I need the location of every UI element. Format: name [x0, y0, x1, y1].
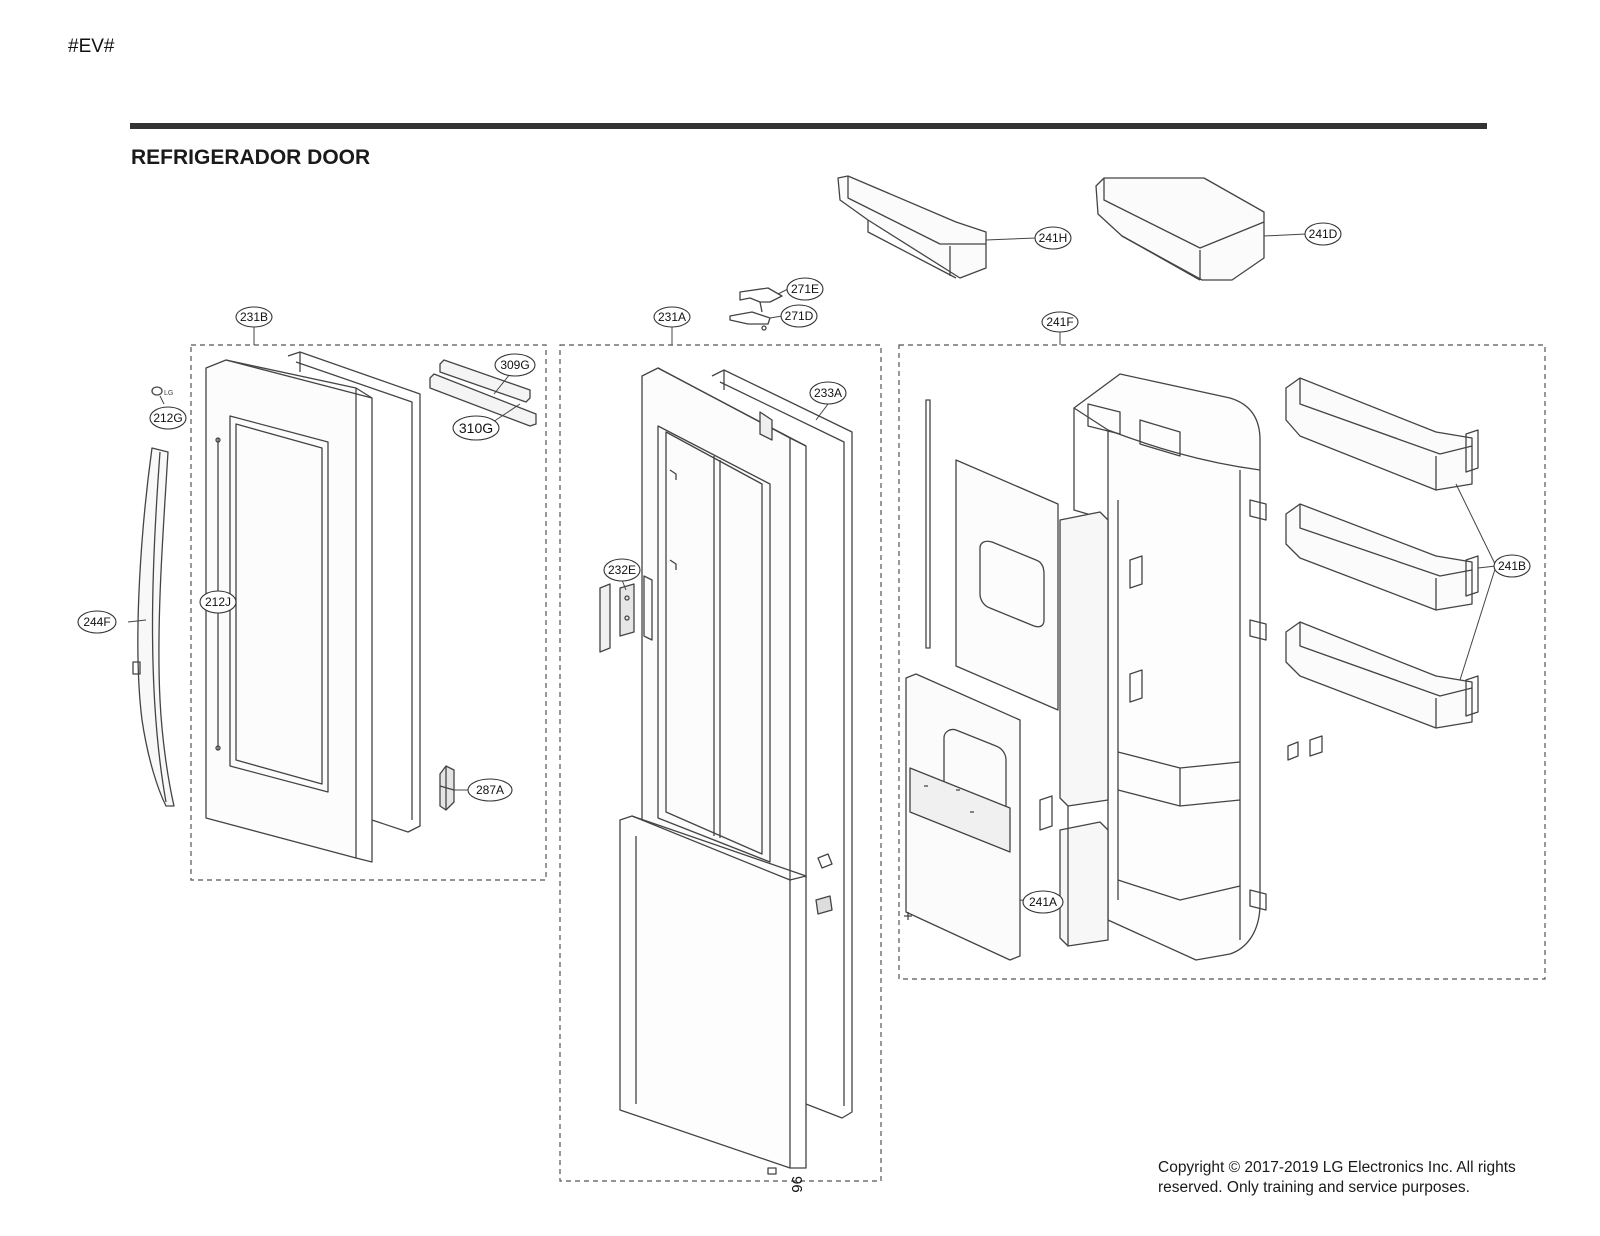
callout-bubble-231A [653, 306, 691, 328]
callout-271E: 271E [791, 282, 819, 296]
door-231A [641, 367, 807, 881]
callout-271D: 271D [785, 309, 814, 323]
group-box-241F [898, 344, 1546, 980]
callout-bubble-310G [452, 415, 500, 441]
dispenser-frame-241A [904, 673, 1021, 961]
dispenser-cover-panel [955, 459, 1059, 711]
page-title: REFRIGERADOR DOOR [131, 146, 371, 169]
door-shelf-bin-241B-bottom [1285, 621, 1479, 729]
door-shelf-bin-241B-top [1285, 377, 1479, 491]
door-lower-panel-231A [619, 815, 807, 1175]
latch-232E [599, 575, 653, 653]
copyright-line-1: Copyright © 2017-2019 LG Electronics Inc… [1158, 1159, 1516, 1176]
clip-hardware [815, 853, 833, 915]
callout-bubble-212G [149, 406, 187, 430]
bracket-271E [739, 287, 783, 313]
callout-bubble-212J [199, 590, 237, 614]
callout-231A: 231A [658, 310, 686, 324]
callout-bubble-271E [786, 277, 824, 301]
group-box-231B [190, 344, 547, 881]
door-gasket-231B [287, 351, 421, 833]
callout-bubble-244F [77, 610, 117, 634]
page-number: 96 [788, 1176, 805, 1193]
callout-241A: 241A [1029, 895, 1057, 909]
callout-212J: 212J [205, 595, 231, 609]
callout-bubble-309G [494, 353, 536, 377]
callout-bubble-241D [1304, 222, 1342, 246]
callout-241B: 241B [1498, 559, 1526, 573]
callout-233A: 233A [814, 386, 842, 400]
bracket-271D [729, 311, 771, 331]
callout-241D: 241D [1309, 227, 1338, 241]
door-bin-241D [1095, 177, 1265, 281]
callout-244F: 244F [83, 615, 110, 629]
callout-bubble-231B [235, 306, 273, 328]
callout-309G: 309G [500, 358, 529, 372]
svg-text:LG: LG [164, 390, 173, 397]
callout-bubble-241F [1041, 311, 1079, 333]
header-rule [130, 123, 1487, 129]
callout-bubble-287A [467, 778, 513, 802]
callout-bubble-241B [1493, 554, 1531, 578]
dispenser-tray-column [1039, 511, 1109, 947]
door-handle-244F [132, 447, 175, 807]
callout-bubble-241H [1034, 226, 1072, 250]
callout-287A: 287A [476, 783, 504, 797]
callout-bubble-241A [1022, 890, 1064, 914]
callout-212G: 212G [153, 411, 182, 425]
callout-310G: 310G [459, 420, 493, 436]
door-shelf-bin-241B-middle [1285, 503, 1479, 611]
door-liner-241F [1073, 373, 1267, 961]
copyright-notice: Copyright © 2017-2019 LG Electronics Inc… [1158, 1158, 1516, 1198]
callout-232E: 232E [608, 563, 636, 577]
door-bin-241H [837, 175, 987, 279]
group-box-231A [559, 344, 882, 1182]
callout-241H: 241H [1039, 231, 1068, 245]
copyright-line-2: reserved. Only training and service purp… [1158, 1179, 1470, 1196]
logo-badge-212G: LG [151, 386, 173, 397]
trim-strip-309G [439, 359, 531, 403]
hinge-287A [439, 765, 455, 811]
callout-bubble-271D [780, 304, 818, 328]
callout-bubble-232E [603, 558, 641, 582]
door-gasket-233A [711, 369, 853, 1119]
trim-strip-310G [429, 373, 537, 427]
small-caps [1287, 735, 1323, 761]
door-231B [205, 359, 373, 863]
vertical-rod [925, 399, 931, 649]
callout-bubble-233A [809, 381, 847, 405]
callout-231B: 231B [240, 310, 268, 324]
callout-241F: 241F [1046, 315, 1073, 329]
corner-code: #EV# [68, 36, 115, 57]
